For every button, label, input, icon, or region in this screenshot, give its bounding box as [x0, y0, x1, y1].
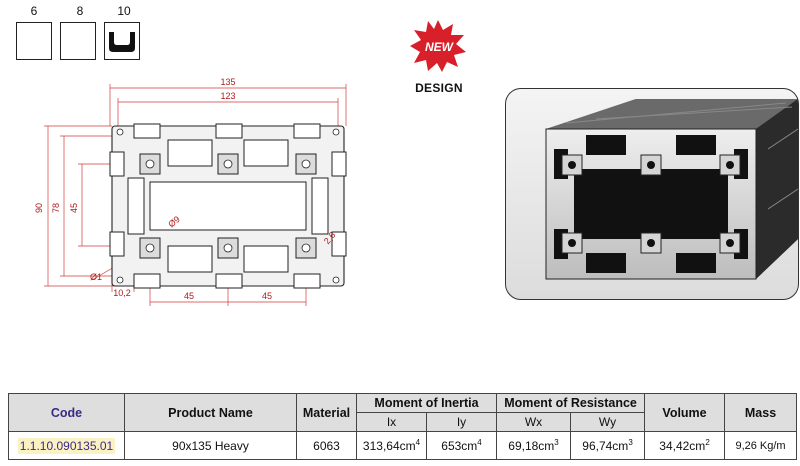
- header-product-name: Product Name: [124, 393, 297, 432]
- slot-profile-icon: [109, 32, 135, 52]
- code-value[interactable]: 1.1.10.090135.01: [17, 437, 116, 454]
- header-moment-resistance: Moment of Resistance: [496, 393, 646, 413]
- slot-size-labels: 6 8 10: [14, 4, 144, 20]
- cell-volume: 34,42cm2: [644, 431, 726, 460]
- profile-3d-rendering: [505, 88, 799, 300]
- iy-exponent: 4: [477, 438, 482, 447]
- iy-value: 653cm: [441, 439, 478, 453]
- cell-mass: 9,26 Kg/m: [724, 431, 798, 460]
- dim-width-inner: 123: [220, 91, 235, 101]
- dim-slot-offset: 10,2: [113, 288, 131, 298]
- wy-exponent: 3: [628, 438, 633, 447]
- profile-technical-drawing: 135 123 90 78 45 Ø9 Ø1 2,6 10,2 45 45: [34, 77, 347, 306]
- header-material: Material: [296, 393, 357, 432]
- cell-product-name: 90x135 Heavy: [124, 431, 297, 460]
- cell-wx: 69,18cm3: [496, 431, 572, 460]
- cell-iy: 653cm4: [425, 431, 498, 460]
- slot-size-6-box[interactable]: [16, 22, 52, 60]
- header-mass: Mass: [724, 393, 798, 432]
- wx-value: 69,18cm: [508, 439, 555, 453]
- slot-size-label-10: 10: [117, 4, 131, 18]
- header-ix: Ix: [356, 412, 427, 432]
- dim-pitch-right: 45: [262, 291, 272, 301]
- table-row: 1.1.10.090135.01 90x135 Heavy 6063 313,6…: [8, 431, 798, 460]
- new-badge-icon: NEW: [410, 20, 466, 72]
- slot-size-label-6: 6: [30, 4, 38, 18]
- cell-code[interactable]: 1.1.10.090135.01: [8, 431, 125, 460]
- ix-value: 313,64cm: [362, 439, 416, 453]
- specification-table: Code Product Name Material Moment of Ine…: [8, 393, 798, 460]
- wx-exponent: 3: [554, 438, 559, 447]
- dim-corner-dia: Ø1: [90, 272, 102, 282]
- wy-value: 96,74cm: [582, 439, 629, 453]
- design-label: DESIGN: [415, 81, 463, 95]
- dim-height-outer: 90: [34, 203, 44, 213]
- header-volume: Volume: [644, 393, 726, 432]
- cell-material: 6063: [296, 431, 357, 460]
- dim-pitch-left: 45: [184, 291, 194, 301]
- slot-size-label-8: 8: [76, 4, 84, 18]
- volume-exponent: 2: [705, 438, 710, 447]
- header-wy: Wy: [570, 412, 646, 432]
- dim-height-inner: 78: [51, 203, 61, 213]
- volume-value: 34,42cm: [659, 439, 706, 453]
- cell-wy: 96,74cm3: [570, 431, 646, 460]
- dim-width-outer: 135: [220, 77, 235, 87]
- header-code: Code: [8, 393, 125, 432]
- dim-height-mid: 45: [69, 203, 79, 213]
- new-badge-text: NEW: [425, 40, 455, 54]
- slot-size-8-box[interactable]: [60, 22, 96, 60]
- header-wx: Wx: [496, 412, 572, 432]
- slot-size-10-box[interactable]: [104, 22, 140, 60]
- ix-exponent: 4: [415, 438, 421, 447]
- header-iy: Iy: [425, 412, 498, 432]
- header-moment-inertia: Moment of Inertia: [355, 393, 498, 413]
- profile-render-image: [545, 99, 798, 280]
- cell-ix: 313,64cm4: [356, 431, 427, 460]
